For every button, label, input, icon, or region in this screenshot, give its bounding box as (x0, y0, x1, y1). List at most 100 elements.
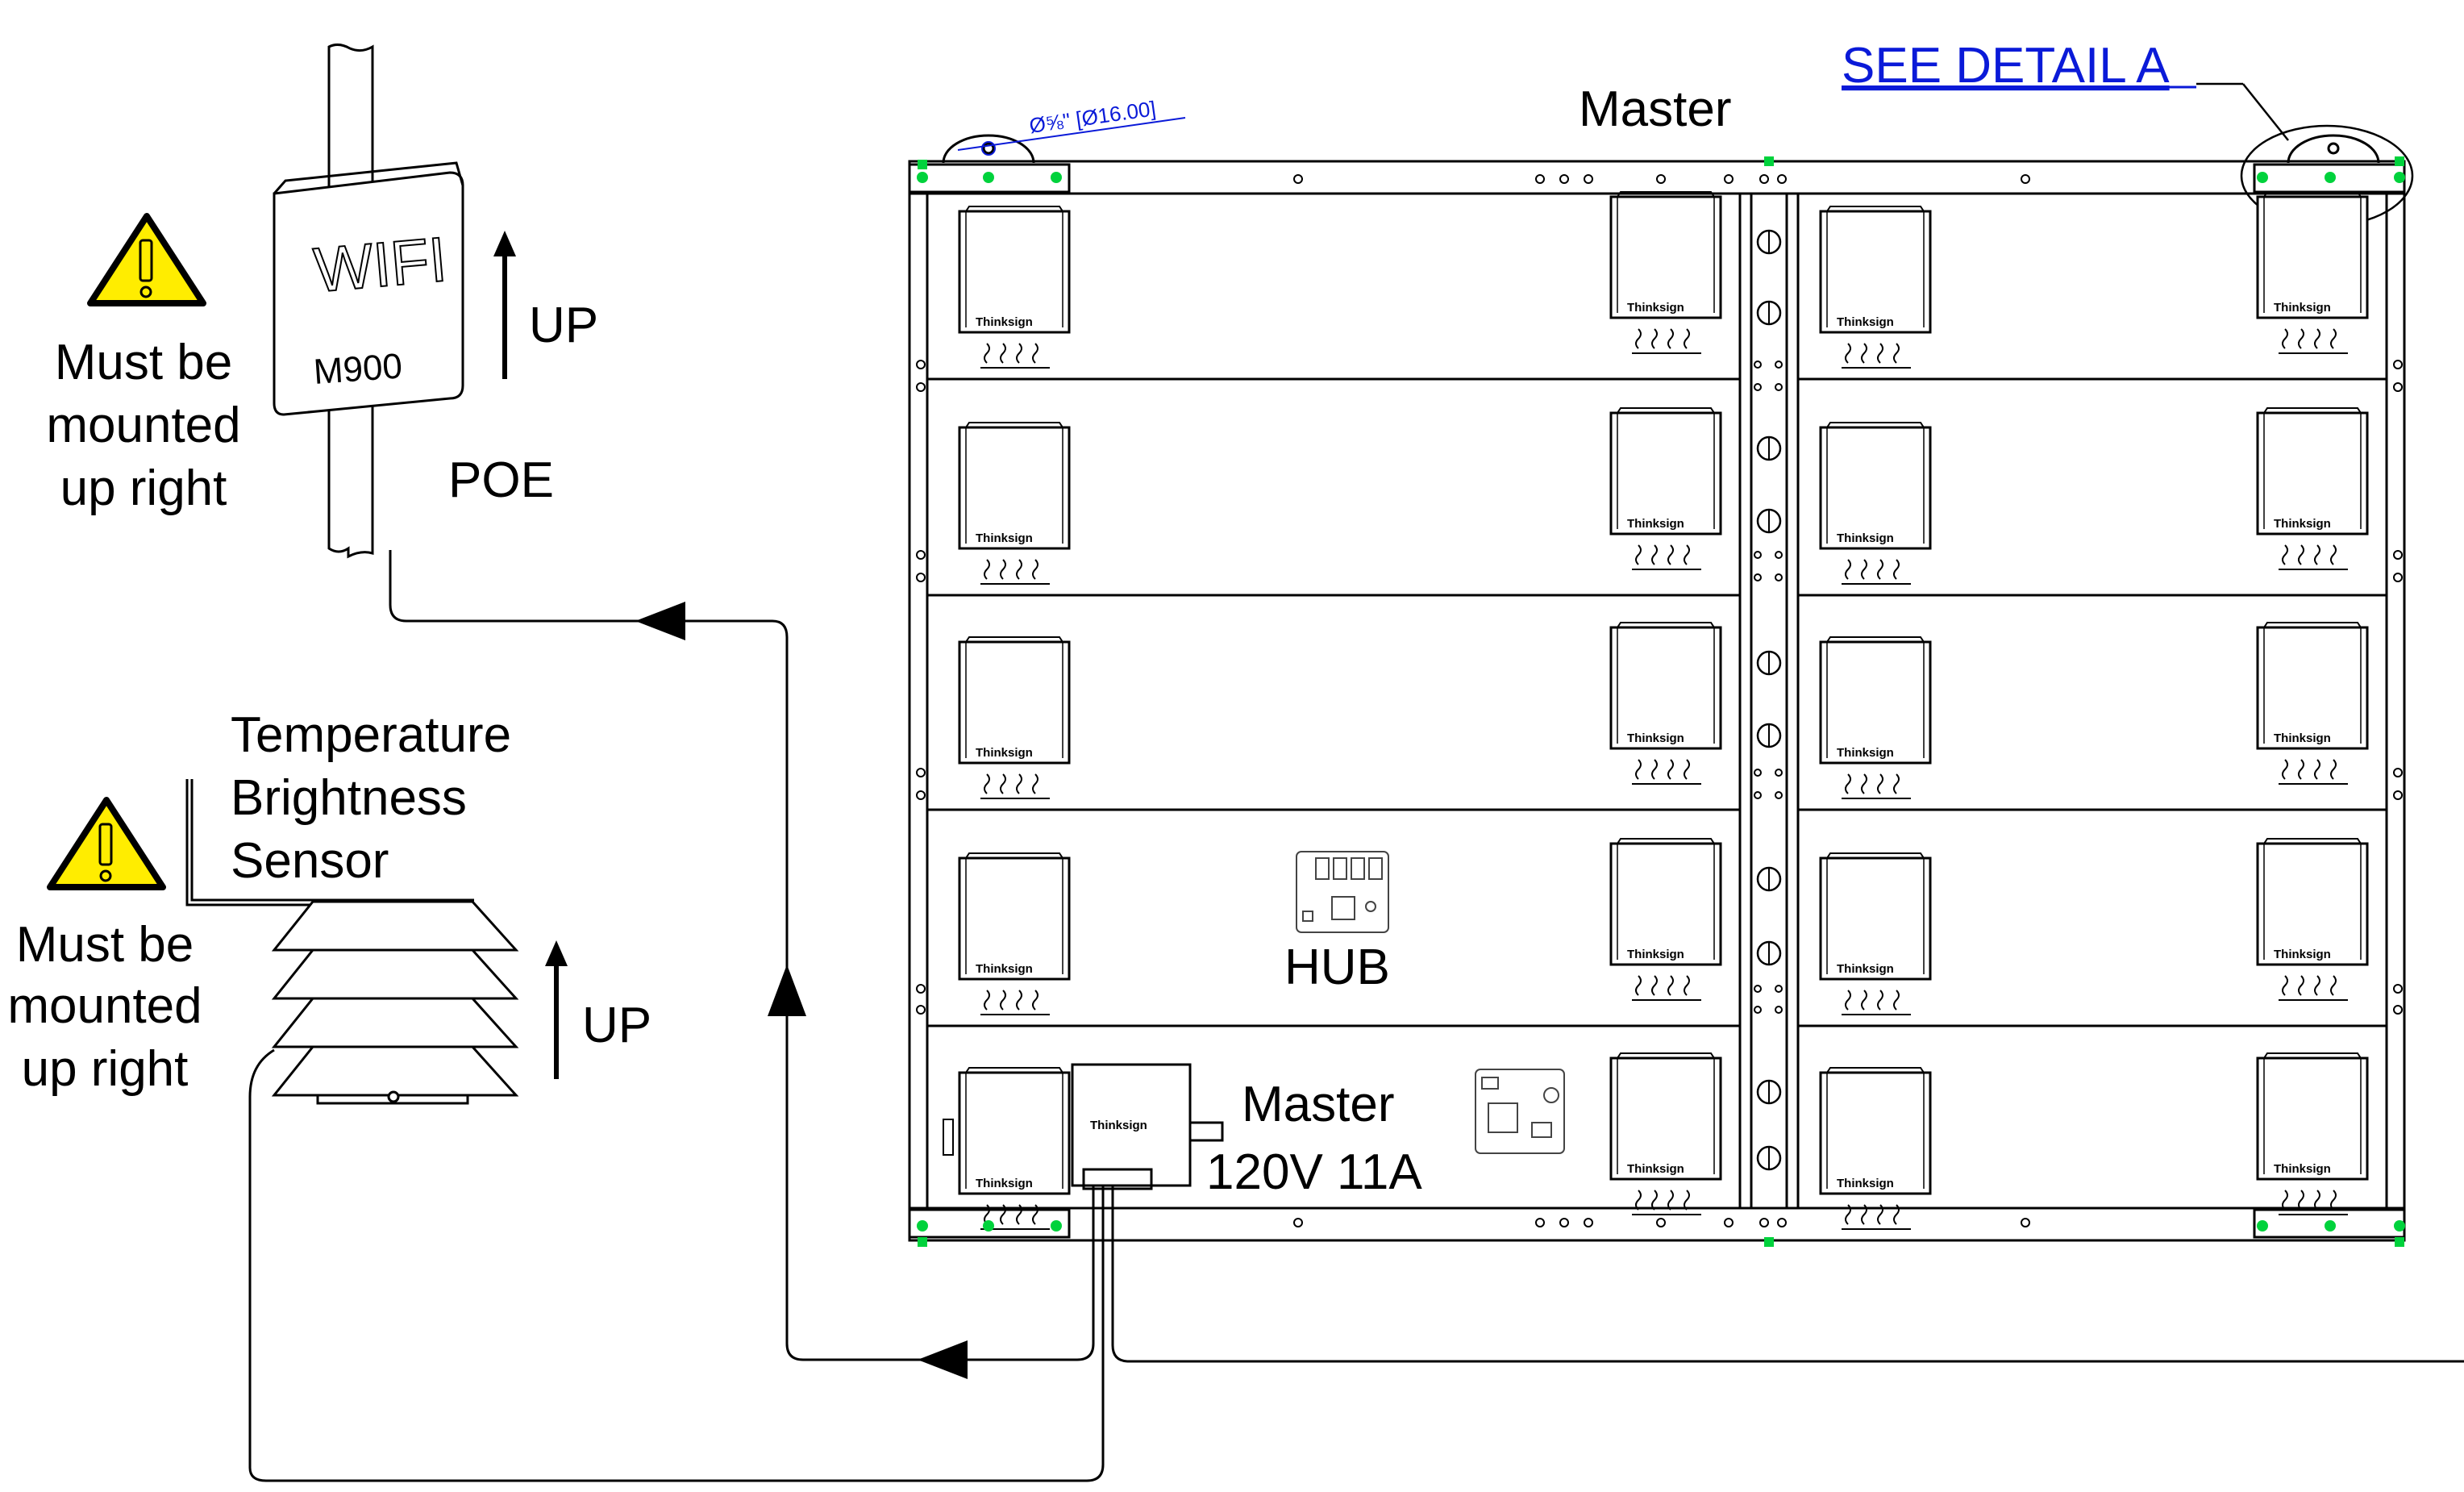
mounting-hole (2393, 790, 2403, 800)
mounting-hole (916, 984, 926, 994)
power-cable (1111, 1242, 2464, 1363)
mounting-hole (2393, 984, 2403, 994)
mounting-hole (1775, 791, 1783, 799)
mounting-hole (1293, 1218, 1303, 1227)
module-brand-label: Thinksign (2274, 517, 2331, 531)
connector-square (2395, 1237, 2404, 1247)
module-brand-label: Thinksign (2274, 1162, 2331, 1176)
hub-board-icon (1296, 851, 1389, 933)
mounting-hole (1754, 769, 1762, 777)
module-brand-label: Thinksign (1627, 517, 1684, 531)
sensor-label-2: Brightness (231, 770, 467, 826)
module-brand-label: Thinksign (1837, 315, 1894, 329)
mounting-hole (1775, 573, 1783, 581)
warning-text-wifi-2: mounted (46, 398, 240, 453)
master-box-brand: Thinksign (1090, 1119, 1147, 1132)
mounting-hole (1777, 174, 1787, 184)
module-brand-label: Thinksign (1837, 746, 1894, 760)
connector-dot (917, 1220, 928, 1232)
mounting-hole (916, 360, 926, 369)
power-supply-module: Thinksign (958, 206, 1071, 369)
mounting-hole (2393, 1005, 2403, 1015)
module-brand-label: Thinksign (1627, 1162, 1684, 1176)
connector-dot (2394, 172, 2405, 183)
power-supply-module: Thinksign (1819, 422, 1932, 585)
mounting-hole (916, 768, 926, 777)
mounting-hole (1775, 985, 1783, 993)
mounting-hole (1775, 360, 1783, 369)
mounting-hole (916, 790, 926, 800)
module-brand-label: Thinksign (2274, 731, 2331, 745)
module-brand-label: Thinksign (976, 962, 1033, 976)
mounting-hole (1754, 1006, 1762, 1014)
module-brand-label: Thinksign (976, 315, 1033, 329)
warning-icon (87, 213, 206, 306)
indicator-block (943, 1119, 954, 1156)
power-supply-module: Thinksign (1609, 407, 1722, 570)
wifi-pole (327, 43, 374, 559)
warning-text-sensor-2: mounted (7, 978, 202, 1034)
master-box-title: Master (1242, 1077, 1394, 1132)
mounting-hole (2393, 550, 2403, 560)
power-supply-module: Thinksign (1609, 1052, 1722, 1215)
connector-dot (2257, 1220, 2268, 1232)
power-supply-module: Thinksign (1819, 636, 1932, 799)
mounting-hole (2393, 768, 2403, 777)
sensor-cable (248, 1048, 1105, 1482)
mounting-hole (1777, 1218, 1787, 1227)
warning-text-wifi-1: Must be (55, 335, 233, 390)
mounting-hole (1724, 174, 1734, 184)
connector-square (2395, 156, 2404, 166)
mounting-hole (1754, 791, 1762, 799)
master-box-rating: 120V 11A (1206, 1144, 1422, 1200)
module-brand-label: Thinksign (2274, 948, 2331, 961)
mounting-hole (1535, 174, 1545, 184)
mounting-hole (2393, 382, 2403, 392)
mounting-hole (1724, 1218, 1734, 1227)
connector-dot (2325, 172, 2336, 183)
wifi-antenna (273, 161, 464, 416)
mounting-hole (1775, 1006, 1783, 1014)
power-supply-module: Thinksign (1609, 191, 1722, 354)
connector-dot (1051, 172, 1062, 183)
poe-label: POE (448, 452, 554, 508)
wifi-label: WIFI (311, 223, 450, 306)
module-brand-label: Thinksign (1837, 962, 1894, 976)
bracket-top-left (908, 163, 1071, 194)
connector-dot (2257, 172, 2268, 183)
module-brand-label: Thinksign (1837, 531, 1894, 545)
mounting-hole (1559, 174, 1569, 184)
module-brand-label: Thinksign (2274, 301, 2331, 315)
mounting-hole (1754, 551, 1762, 559)
power-supply-module: Thinksign (2256, 838, 2369, 1001)
mounting-hole (2021, 174, 2030, 184)
module-brand-label: Thinksign (1627, 948, 1684, 961)
connector-dot (917, 172, 928, 183)
power-supply-module: Thinksign (2256, 407, 2369, 570)
power-supply-module: Thinksign (1819, 852, 1932, 1015)
power-supply-module: Thinksign (958, 422, 1071, 585)
warning-text-sensor-3: up right (22, 1041, 189, 1097)
module-brand-label: Thinksign (1627, 301, 1684, 315)
mounting-hole (2393, 573, 2403, 582)
mounting-hole (1656, 174, 1666, 184)
power-supply-module: Thinksign (2256, 622, 2369, 785)
power-supply-module: Thinksign (1609, 838, 1722, 1001)
up-label-sensor: UP (582, 998, 651, 1053)
mounting-hole (1584, 1218, 1593, 1227)
mounting-hole (1293, 174, 1303, 184)
module-brand-label: Thinksign (976, 531, 1033, 545)
led-cabinet (908, 124, 2414, 1242)
connector-dot (2325, 1220, 2336, 1232)
mounting-hole (1754, 383, 1762, 391)
module-brand-label: Thinksign (1627, 731, 1684, 745)
power-supply-module: Thinksign (958, 636, 1071, 799)
power-supply-module: Thinksign (958, 1067, 1071, 1230)
mounting-hole (1775, 383, 1783, 391)
mounting-hole (916, 573, 926, 582)
power-supply-module: Thinksign (2256, 1052, 2369, 1215)
see-detail-a-link[interactable]: SEE DETAIL A (1842, 38, 2170, 94)
mounting-hole (1754, 573, 1762, 581)
lifting-eye-left (942, 134, 1035, 164)
